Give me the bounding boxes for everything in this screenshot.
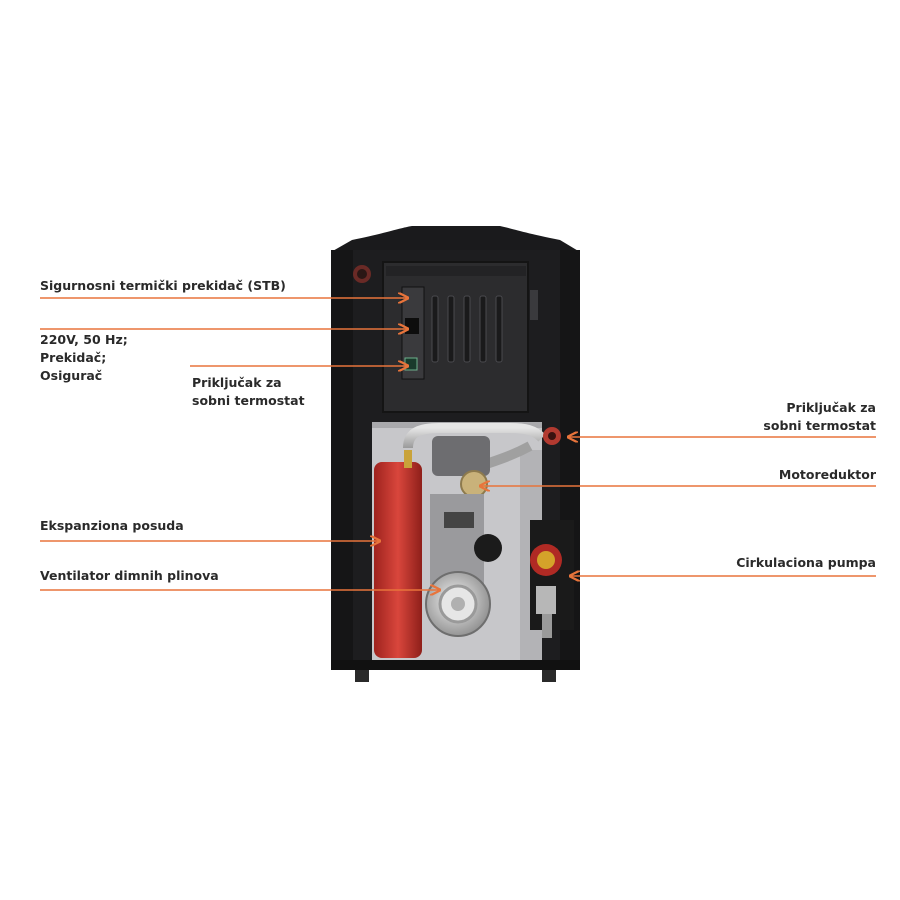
label-power-line1: 220V, 50 Hz; [40, 332, 128, 347]
thermostat-connector [404, 357, 418, 371]
cabinet-base [331, 660, 580, 670]
label-thermostat-left-line2: sobni termostat [192, 393, 305, 408]
label-motor-text: Motoreduktor [778, 467, 876, 482]
cabinet-edge-left [331, 250, 353, 668]
auger-column [430, 494, 502, 584]
label-expansion: Ekspanziona posuda [40, 517, 184, 535]
power-switch [405, 318, 419, 334]
leader-lines [40, 298, 876, 590]
label-thermostat-right: Priključak za sobni termostat [763, 399, 876, 435]
label-pump-text: Cirkulaciona pumpa [736, 555, 876, 570]
stb-knob [353, 265, 371, 283]
side-latch [530, 290, 538, 320]
control-panel [382, 261, 538, 413]
label-stb: Sigurnosni termički prekidač (STB) [40, 277, 286, 295]
label-fan-text: Ventilator dimnih plinova [40, 568, 219, 583]
label-pump: Cirkulaciona pumpa [736, 554, 876, 572]
flue-gas-fan [425, 571, 491, 637]
label-power-line2: Prekidač; [40, 350, 107, 365]
label-thermostat-left: Priključak za sobni termostat [192, 374, 305, 410]
label-power-line3: Osigurač [40, 368, 103, 383]
foot-right [542, 670, 556, 682]
label-stb-text: Sigurnosni termički prekidač (STB) [40, 278, 286, 293]
top-hood [331, 226, 580, 252]
vent-slots [431, 295, 503, 363]
expansion-tank [374, 450, 422, 658]
label-fan: Ventilator dimnih plinova [40, 567, 219, 585]
foot-left [355, 670, 369, 682]
label-thermostat-right-line2: sobni termostat [763, 418, 876, 433]
label-power: 220V, 50 Hz; Prekidač; Osigurač [40, 331, 128, 385]
label-expansion-text: Ekspanziona posuda [40, 518, 184, 533]
label-thermostat-left-line1: Priključak za [192, 375, 282, 390]
circulation-pump [530, 520, 574, 638]
label-thermostat-right-line1: Priključak za [786, 400, 876, 415]
label-motor: Motoreduktor [779, 466, 876, 484]
